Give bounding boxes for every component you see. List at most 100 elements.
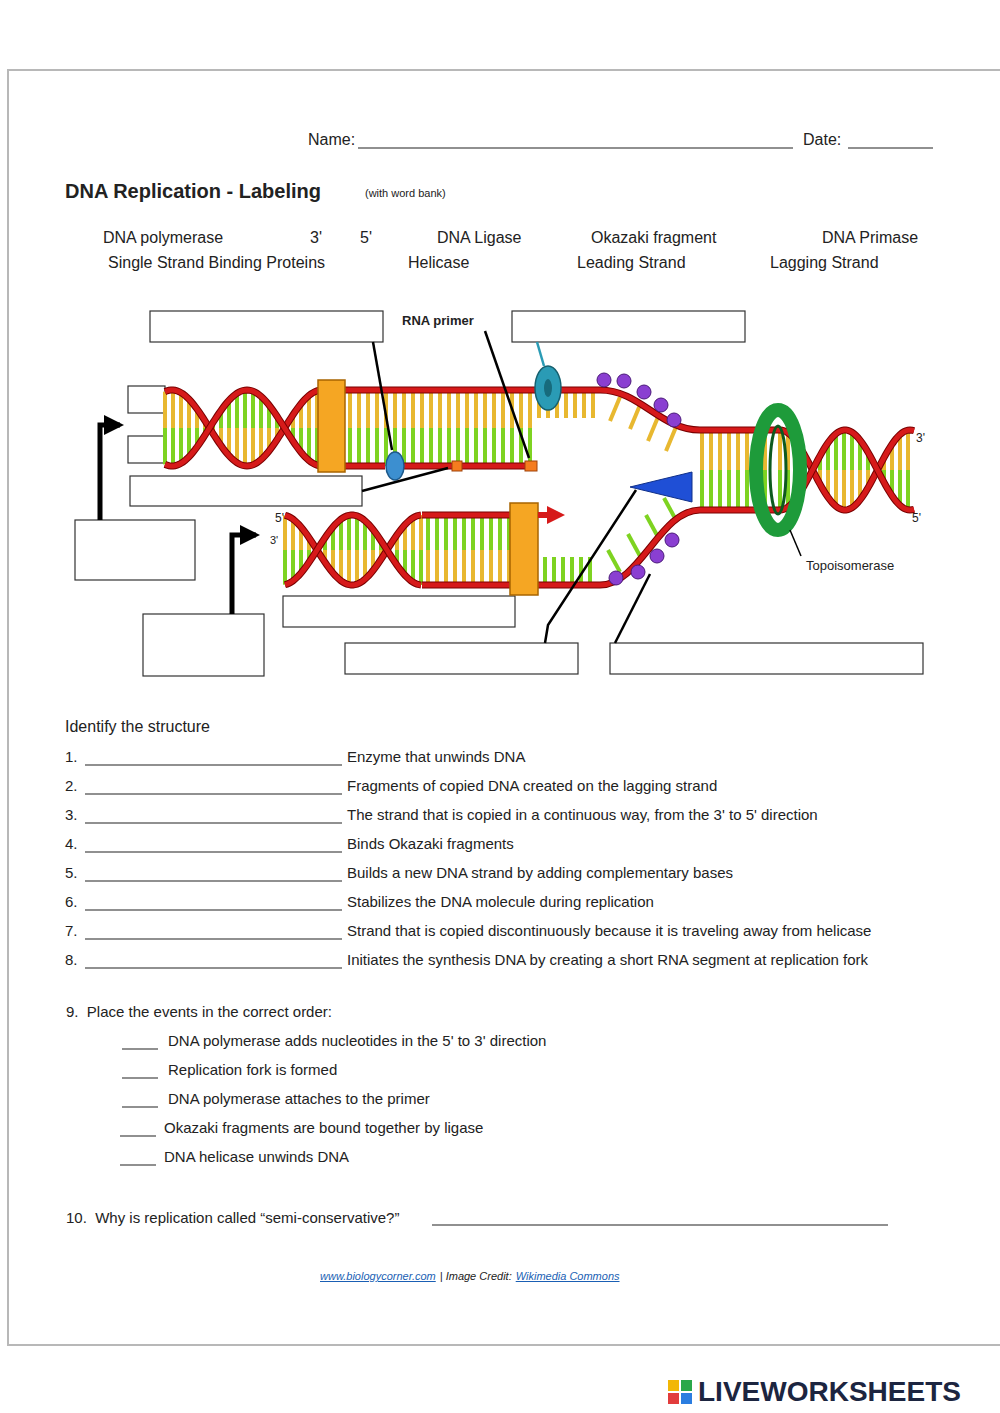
primase-ring [535,366,561,410]
ssb-protein [631,565,645,579]
base-pair [501,390,505,428]
base-pair [420,428,424,466]
base-pair [348,428,352,466]
dna-strand [345,464,385,469]
illustration-part [362,468,448,491]
base-pair [283,550,287,585]
base-pair [489,515,493,550]
answer-boxes [75,311,923,676]
question-number: 3. [65,806,78,824]
base-pair [700,430,704,470]
base-stub [630,405,640,429]
page-frame [8,70,1000,1345]
question-text: Fragments of copied DNA created on the l… [347,777,717,795]
dna-strand [165,390,321,466]
question-number: 7. [65,922,78,940]
base-pair [402,390,406,428]
answer-line [85,938,342,939]
topoisomerase-ring [756,410,800,530]
base-pair [510,428,514,466]
base-pair [243,390,247,428]
rna-primer [525,461,537,471]
base-pair [393,390,397,428]
illustration-part [545,490,636,643]
illustration-part [75,520,195,580]
word-bank-term: 3' [310,228,322,247]
base-pair [163,392,167,428]
title-note: (with word bank) [365,187,446,200]
base-pair [736,430,740,470]
base-pair [444,515,448,550]
base-pair [745,430,749,470]
base-pair [355,516,359,550]
base-pair [347,515,351,550]
base-pair [456,428,460,466]
base-pair [462,550,466,585]
base-pair [480,550,484,585]
base-pair [498,550,502,585]
base-pair [471,550,475,585]
watermark-logo [668,1380,692,1404]
base-pair [243,428,247,466]
base-pair [552,557,556,585]
question-text: The strand that is copied in a continuou… [347,806,818,824]
dna-strand [165,390,321,466]
base-stub [666,427,676,451]
base-pair [591,390,595,418]
base-pair [519,390,523,428]
ssb-protein [609,571,623,585]
word-bank-term: DNA Ligase [437,228,522,247]
illustration-part [143,614,264,676]
base-pair [357,390,361,428]
illustration-part [668,1393,679,1404]
strand-outline [285,515,421,585]
answer-line [85,822,342,823]
strand-outline [345,463,385,470]
order-blank [122,1048,158,1049]
dna-strand [462,464,525,469]
ssb-protein [650,549,664,563]
base-pair [561,557,565,585]
base-pair [474,390,478,428]
synthesis-arrow [538,512,556,518]
illustration-part [128,386,165,413]
base-pair [453,515,457,550]
base-stub [610,397,620,421]
strand-outline [422,512,512,519]
illustration-part [681,1393,692,1404]
strand-outline [165,390,321,466]
question-number: 5. [65,864,78,882]
base-pair [483,428,487,466]
order-blank [122,1106,158,1107]
base-pair [709,430,713,470]
base-pair [489,550,493,585]
helicase-wedge [630,472,692,502]
answer-line [85,764,342,765]
answer-line [85,851,342,852]
base-pair [435,515,439,550]
strand-outline [462,463,525,470]
base-pair [700,470,704,510]
question-text: Builds a new DNA strand by adding comple… [347,864,733,882]
base-pair [357,428,361,466]
base-pair [492,428,496,466]
illustration-part [150,311,383,342]
base-pair [438,390,442,428]
event-text: DNA polymerase attaches to the primer [168,1090,430,1108]
word-bank-term: Single Strand Binding Proteins [108,253,325,272]
base-pair [778,430,782,470]
base-pair [456,390,460,428]
question-text: Initiates the synthesis DNA by creating … [347,951,868,969]
base-pair [471,515,475,550]
question-number: 8. [65,951,78,969]
question-text: Strand that is copied discontinuously be… [347,922,871,940]
event-text: DNA helicase unwinds DNA [164,1148,349,1166]
word-bank-term: Leading Strand [577,253,686,272]
base-pair [426,550,430,585]
footer-credit: www.biologycorner.com [320,1270,436,1283]
base-pair [850,470,854,508]
base-pair [736,470,740,510]
word-bank-term: Okazaki fragment [591,228,716,247]
date-field-label: Date: [803,130,841,149]
